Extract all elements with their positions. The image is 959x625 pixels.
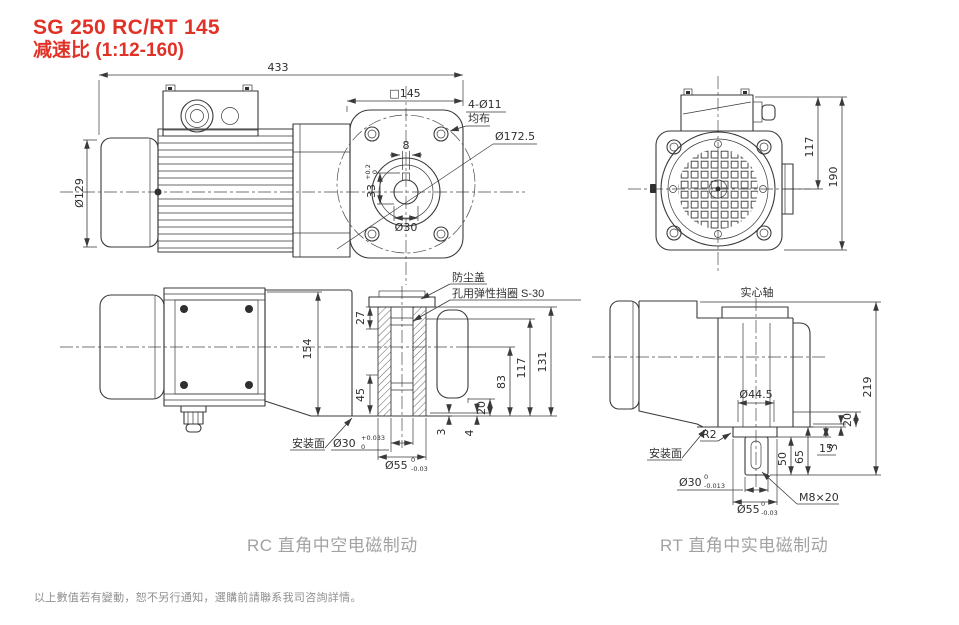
dim-shaft-tol-up: 0 (704, 473, 708, 481)
dim-keyway-tol-up: +0.2 (364, 164, 372, 180)
dim-height-190: 190 (827, 167, 840, 188)
dim-motor-diameter: Ø129 (73, 178, 86, 208)
dim-3: 3 (435, 429, 448, 436)
dim-bore: Ø30 (395, 221, 418, 234)
dim-keyway-height: 33 (365, 184, 378, 198)
solid-shaft (744, 436, 769, 476)
dim-4: 4 (463, 430, 476, 437)
dim-height-117: 117 (803, 137, 816, 158)
dim-bore-tol-up: +0.033 (361, 434, 385, 442)
dim-flange-dia: Ø44.5 (739, 388, 772, 401)
dim-flange-square: □145 (389, 87, 420, 100)
cable-gland (180, 99, 214, 133)
dim-keyway-tol-dn: 0 (371, 170, 379, 174)
dim-3-rt: 3 (827, 444, 840, 451)
dim-overall-length: 433 (268, 61, 289, 74)
dim-hub-tol-dn: -0.03 (411, 465, 428, 473)
dim-hub-tol-up: 0 (411, 456, 415, 464)
label-dust-cover: 防尘盖 (452, 270, 485, 284)
dim-117: 117 (515, 358, 528, 379)
rc-side-view: 433 □145 8 33 +0.2 0 Ø30 4-Ø11 均布 Ø172.5… (60, 61, 537, 285)
dim-15: 15 (819, 442, 833, 455)
dim-65: 65 (793, 450, 806, 464)
dim-hub-55: Ø55 (385, 459, 408, 472)
label-thread: M8×20 (799, 491, 839, 504)
caption-rc: RC 直角中空电磁制动 (247, 536, 418, 555)
rt-solid-shaft-view: 实心轴 Ø44.5 R2 安装面 Ø30 0 -0.013 Ø55 0 -0.0… (592, 285, 881, 517)
terminal-box-front (680, 94, 754, 132)
model-title: SG 250 RC/RT 145 (33, 16, 220, 39)
dim-bore-tol-dn: 0 (361, 443, 365, 451)
label-solid-shaft: 实心轴 (741, 285, 774, 299)
output-flange (732, 426, 778, 438)
dim-154: 154 (301, 339, 314, 360)
dim-83: 83 (495, 375, 508, 389)
terminal-box (162, 90, 259, 137)
label-mount-face-rt: 安装面 (649, 446, 682, 460)
dim-keyway-width: 8 (403, 139, 410, 152)
dim-shaft-tol-dn: -0.013 (704, 482, 725, 490)
dim-20-rt: 20 (841, 413, 854, 427)
label-holes-note: 均布 (468, 112, 490, 125)
dim-hub55-tol-up: 0 (761, 500, 765, 508)
disclaimer-note: 以上數值若有變動，恕不另行通知，選購前請聯系我司咨詢詳情。 (34, 592, 362, 604)
dim-27: 27 (354, 311, 367, 325)
dim-hub-dia: Ø55 (737, 503, 760, 516)
label-holes: 4-Ø11 (468, 98, 502, 111)
dim-bolt-circle: Ø172.5 (495, 130, 535, 143)
dim-shaft-dia: Ø30 (679, 476, 702, 489)
cable-gland-side (761, 104, 776, 121)
label-r2: R2 (702, 428, 717, 441)
dim-45: 45 (354, 388, 367, 402)
page-title: SG 250 RC/RT 145 减速比 (1:12-160) (33, 16, 220, 62)
rc-front-view: 117 190 (628, 76, 847, 272)
ratio-subtitle: 减速比 (1:12-160) (33, 40, 184, 62)
dim-bore-30: Ø30 (333, 437, 356, 450)
dim-131: 131 (536, 352, 549, 373)
cable-gland-bottom (180, 405, 207, 413)
rc-hollow-shaft-section-view: 154 27 45 20 83 117 131 3 4 防尘盖 (60, 270, 581, 473)
label-circlip: 孔用弹性挡圈 S-30 (452, 286, 544, 300)
dim-219: 219 (861, 377, 874, 398)
dim-50: 50 (776, 452, 789, 466)
dim-hub55-tol-dn: -0.03 (761, 509, 778, 517)
label-mount-face: 安装面 (292, 436, 325, 450)
caption-rt: RT 直角中实电磁制动 (660, 536, 829, 555)
